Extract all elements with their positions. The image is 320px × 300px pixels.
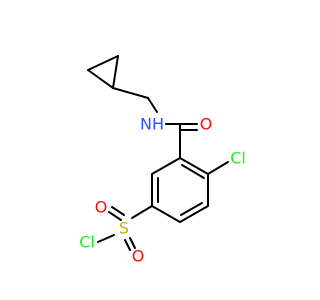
bond-ring-c4-c5 bbox=[151, 205, 181, 223]
atom-cl-sulfonyl: Cl bbox=[79, 233, 95, 252]
bond-s-o-bottom-b bbox=[129, 237, 136, 249]
bond-ring-s bbox=[131, 205, 153, 219]
bond-ring-c1-c2-inner bbox=[181, 164, 205, 179]
atom-cl-ring: Cl bbox=[230, 149, 246, 168]
bond-cp3-cp1 bbox=[87, 69, 114, 89]
atom-o-sulfonyl-bottom: O bbox=[132, 247, 145, 266]
bond-ring-c3-c4 bbox=[179, 205, 209, 223]
atom-o-sulfonyl-top: O bbox=[95, 198, 108, 217]
atom-s: S bbox=[119, 219, 129, 238]
bond-s-o-bottom-a bbox=[124, 239, 131, 251]
molecule-svg: O NH Cl S O O Cl bbox=[79, 55, 246, 266]
bond-s-o-top-a bbox=[108, 211, 122, 221]
bond-ring-c1-c2 bbox=[179, 157, 209, 175]
bond-ring-c6-c1 bbox=[151, 157, 181, 175]
bond-ring-c3-c4-inner bbox=[180, 202, 203, 216]
bond-cp1-cp2 bbox=[87, 55, 119, 71]
atom-o-amide: O bbox=[200, 115, 213, 134]
bond-s-cl bbox=[97, 234, 115, 243]
molecule-diagram: O NH Cl S O O Cl bbox=[79, 55, 246, 266]
bond-ring-cl bbox=[207, 161, 229, 175]
bond-s-o-top-b bbox=[111, 206, 125, 216]
bond-ch2-n bbox=[147, 97, 158, 113]
atom-nh-amide: NH bbox=[140, 115, 164, 134]
bond-cp2-cp3 bbox=[112, 55, 119, 89]
bond-cp3-ch2 bbox=[112, 87, 149, 99]
